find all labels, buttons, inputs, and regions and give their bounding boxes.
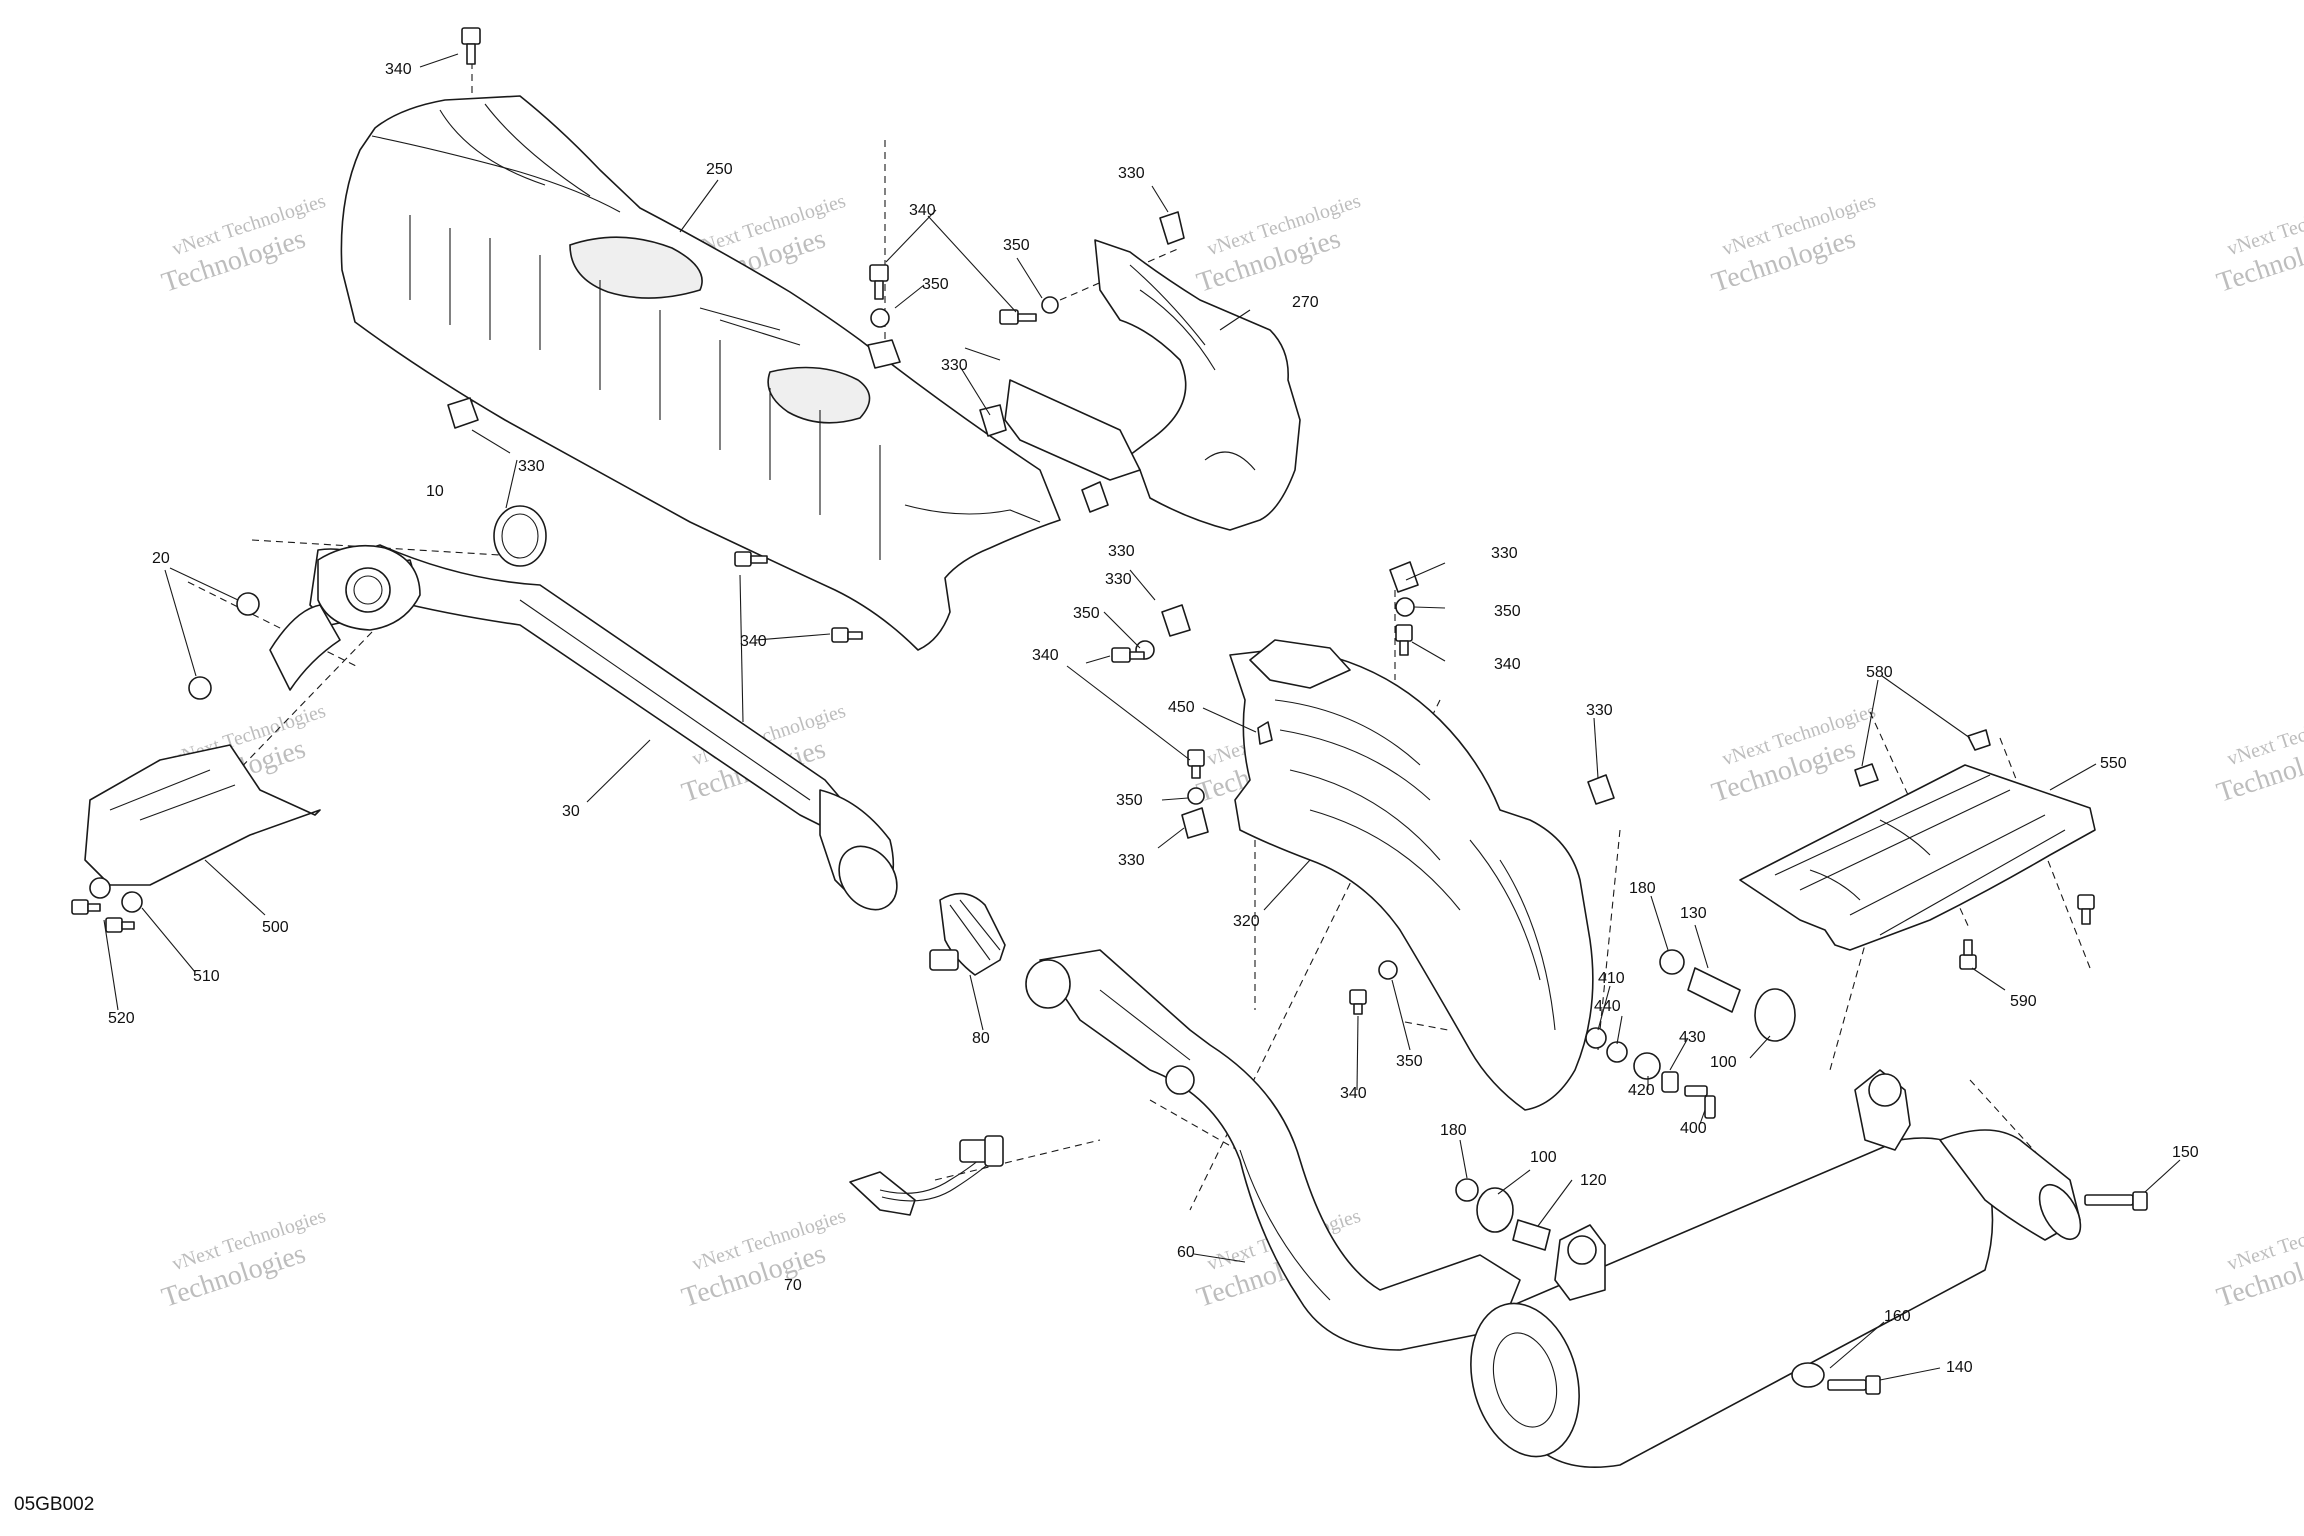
heat-shield-270: [1004, 239, 1301, 531]
callout-label: 520: [108, 1010, 135, 1027]
bolt: [1395, 624, 1413, 656]
gasket-10: [493, 505, 547, 567]
bolt: [1349, 989, 1367, 1015]
callout-label: 70: [784, 1277, 802, 1294]
callout-label: 590: [2010, 993, 2037, 1010]
callout-label: 350: [922, 276, 949, 293]
leader-lines: [103, 53, 2181, 1381]
callout-label: 120: [1580, 1172, 1607, 1189]
bolt: [1959, 939, 1977, 970]
hardware: [71, 27, 2148, 1395]
callout-label: 350: [1116, 792, 1143, 809]
callout-label: 350: [1073, 605, 1100, 622]
callout-label: 80: [972, 1030, 990, 1047]
callout-label: 340: [1340, 1085, 1367, 1102]
callout-label: 420: [1628, 1082, 1655, 1099]
callout-label: 340: [1032, 647, 1059, 664]
watermark: vNext Technologies Technologies: [678, 1205, 848, 1314]
callout-label: 150: [2172, 1144, 2199, 1161]
callout-label: 440: [1594, 998, 1621, 1015]
bolt: [2084, 1191, 2148, 1211]
callout-label: 350: [1396, 1053, 1423, 1070]
bolt: [999, 309, 1037, 325]
callout-label: 330: [1118, 852, 1145, 869]
bolt: [831, 627, 863, 643]
bolt: [1684, 1085, 1716, 1119]
bolt: [2077, 894, 2095, 925]
callout-label: 340: [385, 61, 412, 78]
callout-label: 20: [152, 550, 170, 567]
callout-label: 10: [426, 483, 444, 500]
diagram-reference-code: 05GB002: [14, 1494, 95, 1515]
callout-label: 180: [1629, 880, 1656, 897]
watermark: vNext Technologies Technologies: [1708, 700, 1878, 809]
callout-label: 330: [1491, 545, 1518, 562]
callout-label: 350: [1494, 603, 1521, 620]
watermark: vNext Technologies Technologies: [1708, 190, 1878, 299]
heat-shield-320: [1229, 639, 1594, 1111]
bolt: [734, 551, 768, 567]
callout-label: 100: [1710, 1054, 1737, 1071]
callout-label: 30: [562, 803, 580, 820]
callout-label: 250: [706, 161, 733, 178]
callout-label: 330: [1586, 702, 1613, 719]
bolt: [105, 917, 135, 933]
callout-label: 550: [2100, 755, 2127, 772]
watermark: vNext Technologies Technologies: [158, 1205, 328, 1314]
callout-label: 330: [941, 357, 968, 374]
callout-label: 130: [1680, 905, 1707, 922]
bolt: [461, 27, 481, 65]
heat-shield-250: [340, 95, 1061, 651]
callout-label: 340: [740, 633, 767, 650]
bolt: [1111, 647, 1145, 663]
watermark: vNext Technologies Technologies: [2213, 1205, 2304, 1314]
bolt: [1827, 1375, 1881, 1395]
clamp-80: [929, 892, 1006, 976]
callout-label: 330: [1105, 571, 1132, 588]
callout-label: 430: [1679, 1029, 1706, 1046]
callout-label: 580: [1866, 664, 1893, 681]
muffler: [1470, 1069, 2082, 1468]
watermark: vNext Technologies Technologies: [1193, 190, 1363, 299]
exhaust-flange: [317, 544, 421, 631]
callout-label: 340: [909, 202, 936, 219]
callout-label: 60: [1177, 1244, 1195, 1261]
watermark: vNext Technologies Technologies: [158, 190, 328, 299]
callout-label: 160: [1884, 1308, 1911, 1325]
callout-label: 410: [1598, 970, 1625, 987]
exhaust-pipe-60: [1025, 949, 1521, 1351]
callout-label: 140: [1946, 1359, 1973, 1376]
callout-label: 100: [1530, 1149, 1557, 1166]
callout-label: 400: [1680, 1120, 1707, 1137]
callout-label: 330: [1108, 543, 1135, 560]
callout-label: 450: [1168, 699, 1195, 716]
bolt: [869, 264, 889, 300]
callout-label: 350: [1003, 237, 1030, 254]
callout-label: 320: [1233, 913, 1260, 930]
callout-label: 510: [193, 968, 220, 985]
bolt: [1187, 749, 1205, 779]
heat-shield-550: [1739, 764, 2096, 951]
watermark: vNext Technologies Technologies: [2213, 190, 2304, 299]
callout-label: 340: [1494, 656, 1521, 673]
callout-label: 270: [1292, 294, 1319, 311]
bolt: [71, 899, 101, 915]
callout-label: 330: [518, 458, 545, 475]
watermark: vNext Technologies Technologies: [2213, 700, 2304, 809]
callout-label: 500: [262, 919, 289, 936]
callout-label: 330: [1118, 165, 1145, 182]
callout-label: 180: [1440, 1122, 1467, 1139]
oxygen-sensor-70: [849, 1135, 1004, 1216]
callout-labels: 340 250 340 350 330 350 330 270 330 10 2…: [108, 61, 2199, 1376]
